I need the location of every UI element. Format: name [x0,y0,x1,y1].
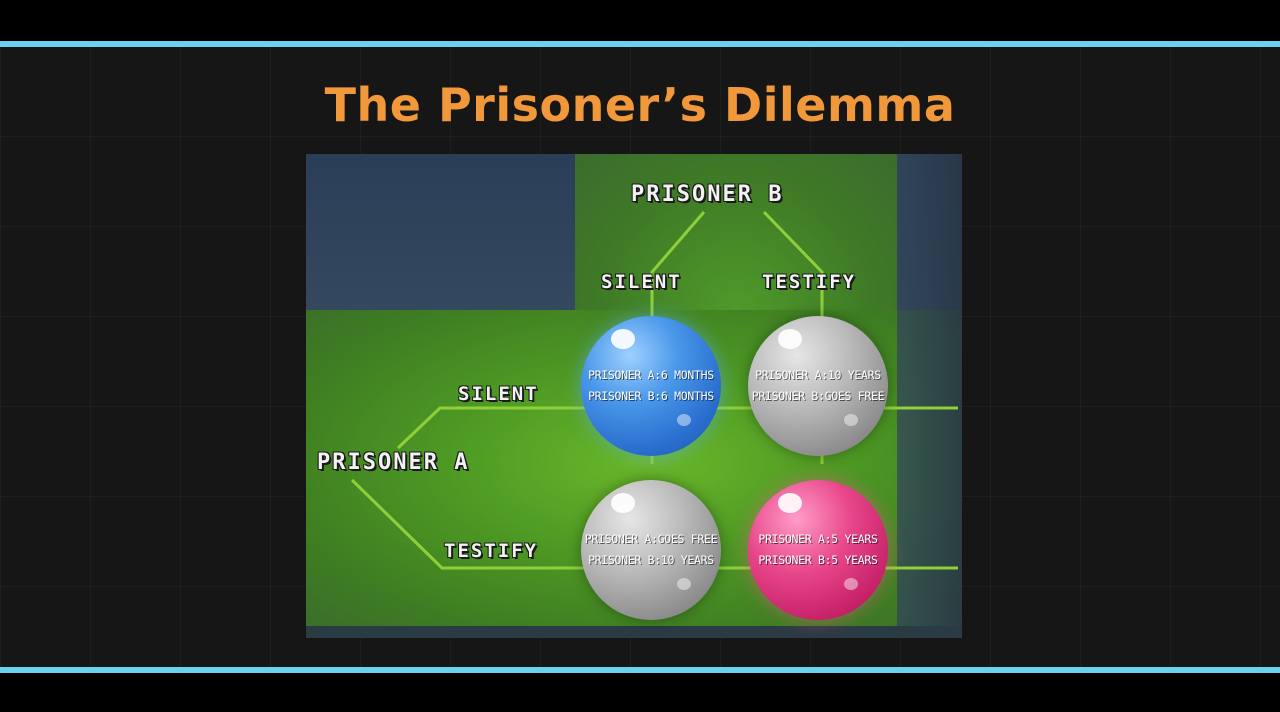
slide-title: The Prisoner’s Dilemma [324,78,956,132]
bubble-highlight [611,493,635,513]
bubble-highlight [778,493,802,513]
outcome-bubble-silent-silent: PRISONER A:6 MONTHS PRISONER B:6 MONTHS [581,316,721,456]
outcome-line-b: PRISONER B:5 YEARS [758,553,878,567]
bubble-highlight-small [677,578,691,590]
bottom-accent-bar [0,667,1280,673]
bubble-highlight-small [844,578,858,590]
outcome-line-b: PRISONER B:10 YEARS [588,553,714,567]
prisoner-b-label: PRISONER B [631,182,784,207]
a-option-testify-label: TESTIFY [444,540,539,562]
outcome-line-a: PRISONER A:10 YEARS [755,368,881,382]
a-option-silent-label: SILENT [458,383,539,405]
prisoner-a-label: PRISONER A [317,450,470,475]
bubble-highlight-small [677,414,691,426]
top-accent-bar [0,41,1280,47]
outcome-bubble-testify-silent: PRISONER A:GOES FREE PRISONER B:10 YEARS [581,480,721,620]
diagram-background-column [575,154,897,310]
diagram-background-bottom [306,626,962,638]
outcome-line-b: PRISONER B:GOES FREE [751,389,885,403]
outcome-line-a: PRISONER A:6 MONTHS [588,368,714,382]
outcome-line-a: PRISONER A:5 YEARS [758,532,878,546]
outcome-bubble-testify-testify: PRISONER A:5 YEARS PRISONER B:5 YEARS [748,480,888,620]
outcome-bubble-silent-testify: PRISONER A:10 YEARS PRISONER B:GOES FREE [748,316,888,456]
bubble-highlight [611,329,635,349]
b-option-silent-label: SILENT [601,271,682,293]
outcome-line-b: PRISONER B:6 MONTHS [588,389,714,403]
diagram-background-right [897,154,962,638]
outcome-line-a: PRISONER A:GOES FREE [584,532,718,546]
bubble-highlight-small [844,414,858,426]
prisoners-dilemma-diagram: PRISONER B SILENT TESTIFY PRISONER A SIL… [306,154,962,638]
bubble-highlight [778,329,802,349]
b-option-testify-label: TESTIFY [762,271,857,293]
